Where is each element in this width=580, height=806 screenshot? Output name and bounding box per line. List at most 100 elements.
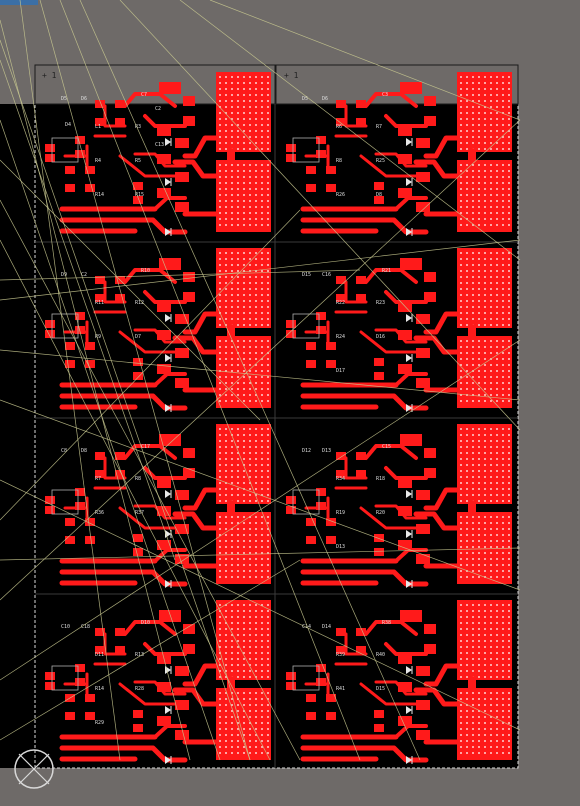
via-dot — [478, 652, 480, 654]
via-dot — [255, 752, 257, 754]
via-dot — [496, 306, 498, 308]
via-dot — [261, 282, 263, 284]
smd-pad — [398, 506, 412, 516]
via-dot — [502, 252, 504, 254]
via-dot — [466, 676, 468, 678]
via-dot — [225, 704, 227, 706]
via-dot — [231, 294, 233, 296]
via-dot — [267, 516, 269, 518]
via-dot — [490, 522, 492, 524]
via-dot — [225, 446, 227, 448]
via-dot — [231, 100, 233, 102]
via-dot — [237, 628, 239, 630]
ratsnest-line — [0, 209, 301, 521]
smd-pad — [356, 470, 366, 478]
via-dot — [508, 452, 510, 454]
via-dot — [472, 746, 474, 748]
via-dot — [267, 300, 269, 302]
via-dot — [249, 130, 251, 132]
smd-pad — [95, 276, 105, 284]
via-dot — [490, 692, 492, 694]
ref-designator: D15 — [302, 272, 311, 278]
via-dot — [231, 164, 233, 166]
ref-designator: R13 — [135, 652, 144, 658]
via-dot — [508, 252, 510, 254]
via-dot — [478, 610, 480, 612]
via-dot — [243, 616, 245, 618]
via-dot — [478, 740, 480, 742]
via-dot — [478, 100, 480, 102]
via-dot — [472, 540, 474, 542]
via-dot — [502, 294, 504, 296]
via-dot — [460, 188, 462, 190]
via-dot — [466, 340, 468, 342]
copper-pad-lower — [216, 688, 271, 760]
via-dot — [460, 752, 462, 754]
via-dot — [466, 364, 468, 366]
via-dot — [219, 88, 221, 90]
via-dot — [466, 464, 468, 466]
via-dot — [225, 194, 227, 196]
via-dot — [249, 570, 251, 572]
smd-pad — [336, 118, 346, 126]
via-dot — [460, 452, 462, 454]
via-dot — [237, 118, 239, 120]
via-dot — [490, 376, 492, 378]
via-dot — [490, 294, 492, 296]
via-dot — [490, 218, 492, 220]
via-dot — [267, 88, 269, 90]
via-dot — [472, 300, 474, 302]
smd-pad — [306, 518, 316, 526]
via-dot — [249, 658, 251, 660]
toolbar-stub[interactable] — [0, 0, 38, 5]
via-dot — [231, 628, 233, 630]
via-dot — [472, 388, 474, 390]
diode-icon — [406, 138, 412, 146]
smd-pad — [95, 118, 105, 126]
via-dot — [502, 640, 504, 642]
via-dot — [225, 664, 227, 666]
via-dot — [496, 94, 498, 96]
via-dot — [249, 176, 251, 178]
via-dot — [460, 370, 462, 372]
via-dot — [267, 458, 269, 460]
via-dot — [225, 264, 227, 266]
via-dot — [237, 516, 239, 518]
via-dot — [508, 206, 510, 208]
via-dot — [490, 394, 492, 396]
via-dot — [472, 164, 474, 166]
via-dot — [231, 494, 233, 496]
via-dot — [484, 82, 486, 84]
ref-designator: D15 — [376, 686, 385, 692]
via-dot — [508, 570, 510, 572]
via-dot — [460, 470, 462, 472]
via-dot — [478, 94, 480, 96]
via-dot — [508, 200, 510, 202]
via-dot — [261, 528, 263, 530]
via-dot — [237, 182, 239, 184]
via-dot — [243, 164, 245, 166]
ref-designator: D7 — [135, 334, 141, 340]
via-dot — [249, 382, 251, 384]
via-dot — [490, 546, 492, 548]
via-dot — [460, 704, 462, 706]
via-dot — [231, 276, 233, 278]
via-dot — [466, 722, 468, 724]
origin-marker-icon[interactable] — [14, 749, 54, 789]
via-dot — [219, 176, 221, 178]
via-dot — [466, 136, 468, 138]
via-dot — [261, 346, 263, 348]
via-dot — [478, 300, 480, 302]
via-dot — [231, 622, 233, 624]
via-dot — [508, 218, 510, 220]
via-dot — [249, 752, 251, 754]
diode-icon — [406, 228, 412, 236]
via-dot — [508, 306, 510, 308]
via-dot — [472, 604, 474, 606]
copper-trace — [364, 620, 418, 636]
via-dot — [225, 528, 227, 530]
smd-pad — [95, 628, 105, 636]
diode-icon — [165, 354, 171, 362]
via-dot — [267, 558, 269, 560]
